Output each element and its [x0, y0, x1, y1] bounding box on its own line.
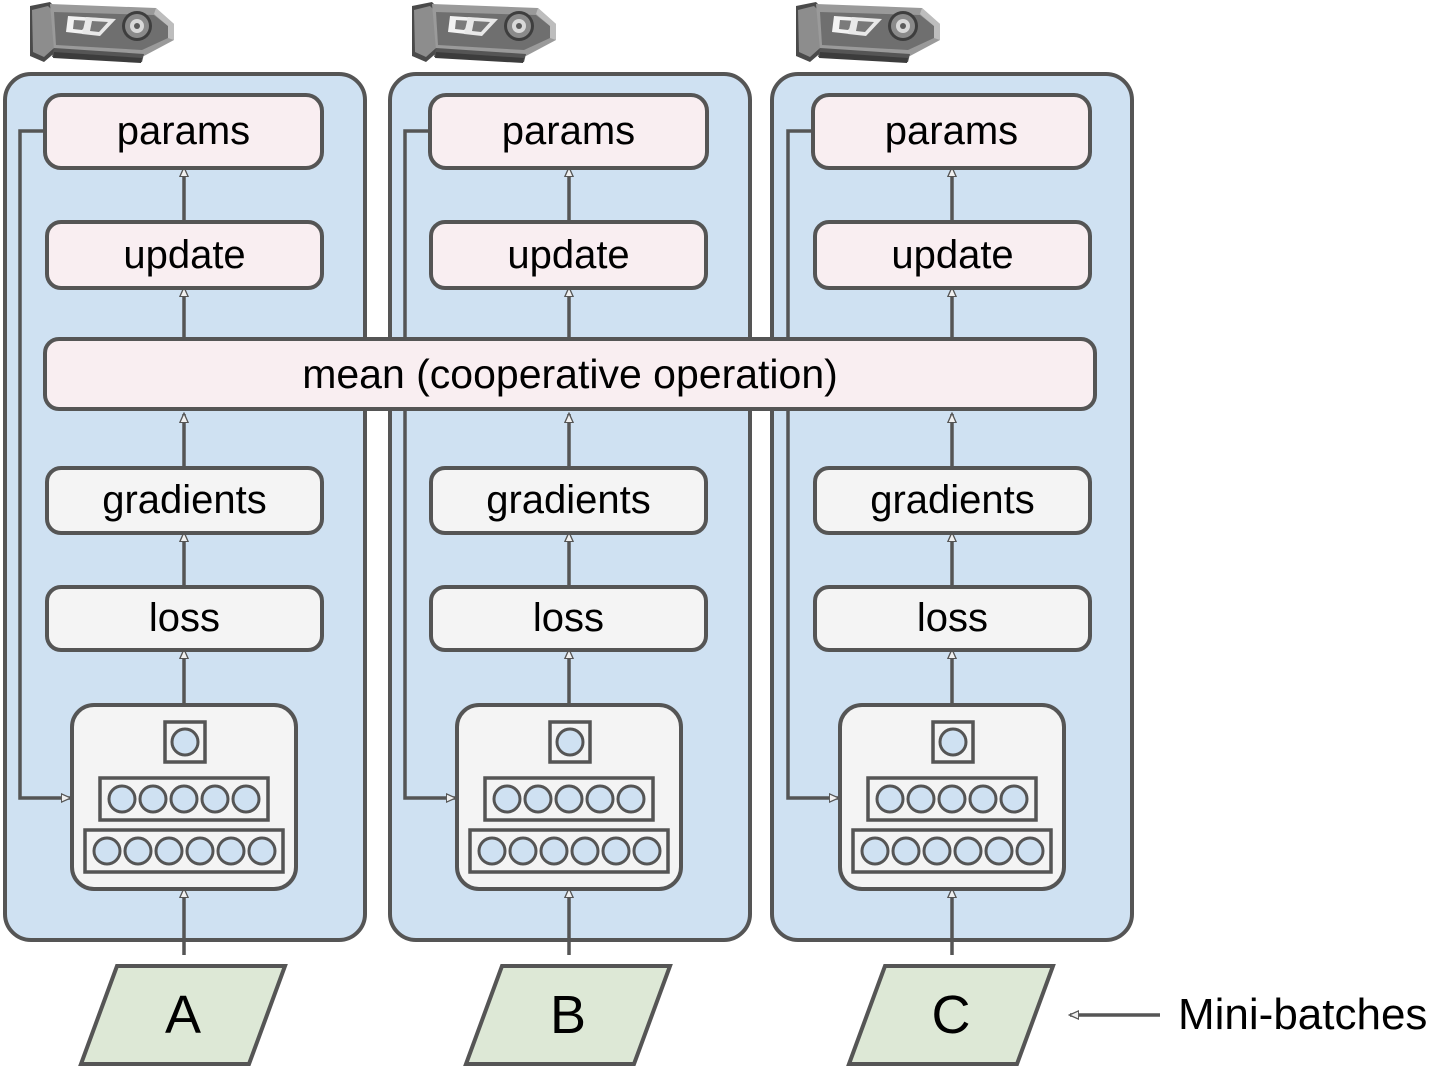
params-box-1[interactable]: [428, 93, 709, 170]
gradients-box-2[interactable]: [813, 466, 1092, 535]
loss-box-1[interactable]: [429, 585, 708, 652]
feedback-path-1: [403, 129, 455, 798]
loss-box-2[interactable]: [813, 585, 1092, 652]
gradients-box-1[interactable]: [429, 466, 708, 535]
gpu-card-icon-1: [412, 2, 556, 63]
minibatch-shape-c[interactable]: [846, 964, 1056, 1066]
update-box-2[interactable]: [813, 220, 1092, 290]
model-network-1[interactable]: [455, 703, 683, 891]
feedback-path-2: [786, 129, 838, 798]
model-network-2[interactable]: [838, 703, 1066, 891]
feedback-path-0: [18, 129, 70, 798]
model-network-0[interactable]: [70, 703, 298, 891]
minibatch-shape-b[interactable]: [463, 964, 673, 1066]
mean-cooperative-box[interactable]: [43, 337, 1097, 411]
params-box-0[interactable]: [43, 93, 324, 170]
gpu-card-icon-0: [30, 2, 174, 63]
gpu-card-icon-2: [796, 2, 940, 63]
update-box-0[interactable]: [45, 220, 324, 290]
params-box-2[interactable]: [811, 93, 1092, 170]
minibatch-shape-a[interactable]: [78, 964, 288, 1066]
update-box-1[interactable]: [429, 220, 708, 290]
loss-box-0[interactable]: [45, 585, 324, 652]
gradients-box-0[interactable]: [45, 466, 324, 535]
